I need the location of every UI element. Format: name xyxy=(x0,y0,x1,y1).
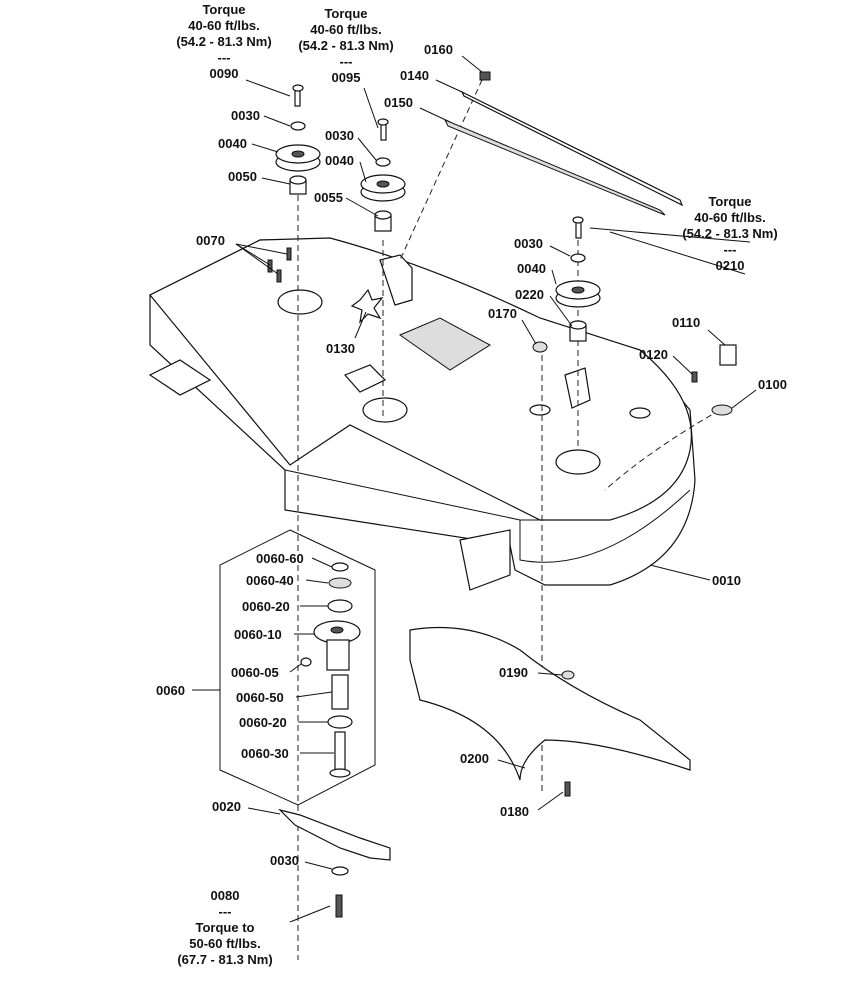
belt-shield-0150 xyxy=(443,119,666,216)
svg-text:0090: 0090 xyxy=(210,66,239,81)
part-labels: 0160 0140 0150 0030 0040 0050 0030 0040 … xyxy=(156,42,787,868)
label-0030: 0030 xyxy=(514,236,543,251)
label-0040: 0040 xyxy=(218,136,247,151)
label-0040: 0040 xyxy=(325,153,354,168)
washer-0030 xyxy=(331,866,349,876)
part-0110 xyxy=(719,344,737,366)
label-0190: 0190 xyxy=(499,665,528,680)
label-0070: 0070 xyxy=(196,233,225,248)
alignment-line xyxy=(399,79,483,261)
label-0060-50: 0060-50 xyxy=(236,690,284,705)
svg-text:Torque: Torque xyxy=(324,6,367,21)
svg-text:40-60 ft/lbs.: 40-60 ft/lbs. xyxy=(310,22,382,37)
label-0030: 0030 xyxy=(231,108,260,123)
torque-note-0210: Torque 40-60 ft/lbs. (54.2 - 81.3 Nm) --… xyxy=(682,194,777,273)
bolt-0180 xyxy=(564,781,571,797)
belt-shield-0140 xyxy=(460,90,684,207)
label-0200: 0200 xyxy=(460,751,489,766)
pulley-stack-left xyxy=(275,84,321,195)
label-0220: 0220 xyxy=(515,287,544,302)
label-0060-40: 0060-40 xyxy=(246,573,294,588)
pulley-stack-center xyxy=(360,118,406,232)
label-0170: 0170 xyxy=(488,306,517,321)
part-0160 xyxy=(479,71,491,81)
part-0120 xyxy=(691,371,698,383)
spindle-assembly-0060 xyxy=(300,562,361,778)
label-0060-05: 0060-05 xyxy=(231,665,279,680)
svg-text:---: --- xyxy=(219,904,232,919)
label-0150: 0150 xyxy=(384,95,413,110)
blade-0020 xyxy=(278,808,391,861)
svg-text:(54.2 - 81.3 Nm): (54.2 - 81.3 Nm) xyxy=(682,226,777,241)
label-0020: 0020 xyxy=(212,799,241,814)
label-0060-20: 0060-20 xyxy=(239,715,287,730)
washer-0190 xyxy=(561,670,575,680)
svg-text:0080: 0080 xyxy=(211,888,240,903)
svg-text:---: --- xyxy=(340,54,353,69)
svg-text:40-60 ft/lbs.: 40-60 ft/lbs. xyxy=(694,210,766,225)
label-0010: 0010 xyxy=(712,573,741,588)
label-0160: 0160 xyxy=(424,42,453,57)
label-0060-60: 0060-60 xyxy=(256,551,304,566)
pulley-stack-right xyxy=(555,216,601,342)
label-0180: 0180 xyxy=(500,804,529,819)
svg-text:Torque to: Torque to xyxy=(196,920,255,935)
label-0060: 0060 xyxy=(156,683,185,698)
svg-text:---: --- xyxy=(218,50,231,65)
part-0130 xyxy=(350,288,384,324)
label-0030: 0030 xyxy=(270,853,299,868)
svg-text:0210: 0210 xyxy=(716,258,745,273)
spindle-assembly-frame xyxy=(219,529,376,806)
label-0060-30: 0060-30 xyxy=(241,746,289,761)
label-0060-20: 0060-20 xyxy=(242,599,290,614)
svg-text:---: --- xyxy=(724,242,737,257)
svg-text:50-60 ft/lbs.: 50-60 ft/lbs. xyxy=(189,936,261,951)
part-0170 xyxy=(532,341,548,353)
svg-text:(54.2 - 81.3 Nm): (54.2 - 81.3 Nm) xyxy=(298,38,393,53)
label-0055: 0055 xyxy=(314,190,343,205)
bolts-0070 xyxy=(267,247,292,283)
mower-deck-0010 xyxy=(148,237,696,591)
torque-note-0090: Torque 40-60 ft/lbs. (54.2 - 81.3 Nm) --… xyxy=(176,2,271,81)
baffle-0200 xyxy=(409,626,691,781)
svg-text:0095: 0095 xyxy=(332,70,361,85)
label-0030: 0030 xyxy=(325,128,354,143)
label-0130: 0130 xyxy=(326,341,355,356)
label-0040: 0040 xyxy=(517,261,546,276)
label-0100: 0100 xyxy=(758,377,787,392)
svg-text:(67.7 - 81.3 Nm): (67.7 - 81.3 Nm) xyxy=(177,952,272,967)
label-0120: 0120 xyxy=(639,347,668,362)
bolt-0080 xyxy=(335,894,343,918)
torque-note-0080: 0080 --- Torque to 50-60 ft/lbs. (67.7 -… xyxy=(177,888,272,967)
label-0140: 0140 xyxy=(400,68,429,83)
label-0060-10: 0060-10 xyxy=(234,627,282,642)
label-0050: 0050 xyxy=(228,169,257,184)
svg-text:40-60 ft/lbs.: 40-60 ft/lbs. xyxy=(188,18,260,33)
svg-text:Torque: Torque xyxy=(202,2,245,17)
svg-text:(54.2 - 81.3 Nm): (54.2 - 81.3 Nm) xyxy=(176,34,271,49)
svg-text:Torque: Torque xyxy=(708,194,751,209)
part-0100 xyxy=(711,404,733,416)
alignment-line xyxy=(604,409,721,491)
label-0110: 0110 xyxy=(672,315,700,330)
torque-note-0095: Torque 40-60 ft/lbs. (54.2 - 81.3 Nm) --… xyxy=(298,6,393,85)
leader-lines xyxy=(192,55,757,923)
